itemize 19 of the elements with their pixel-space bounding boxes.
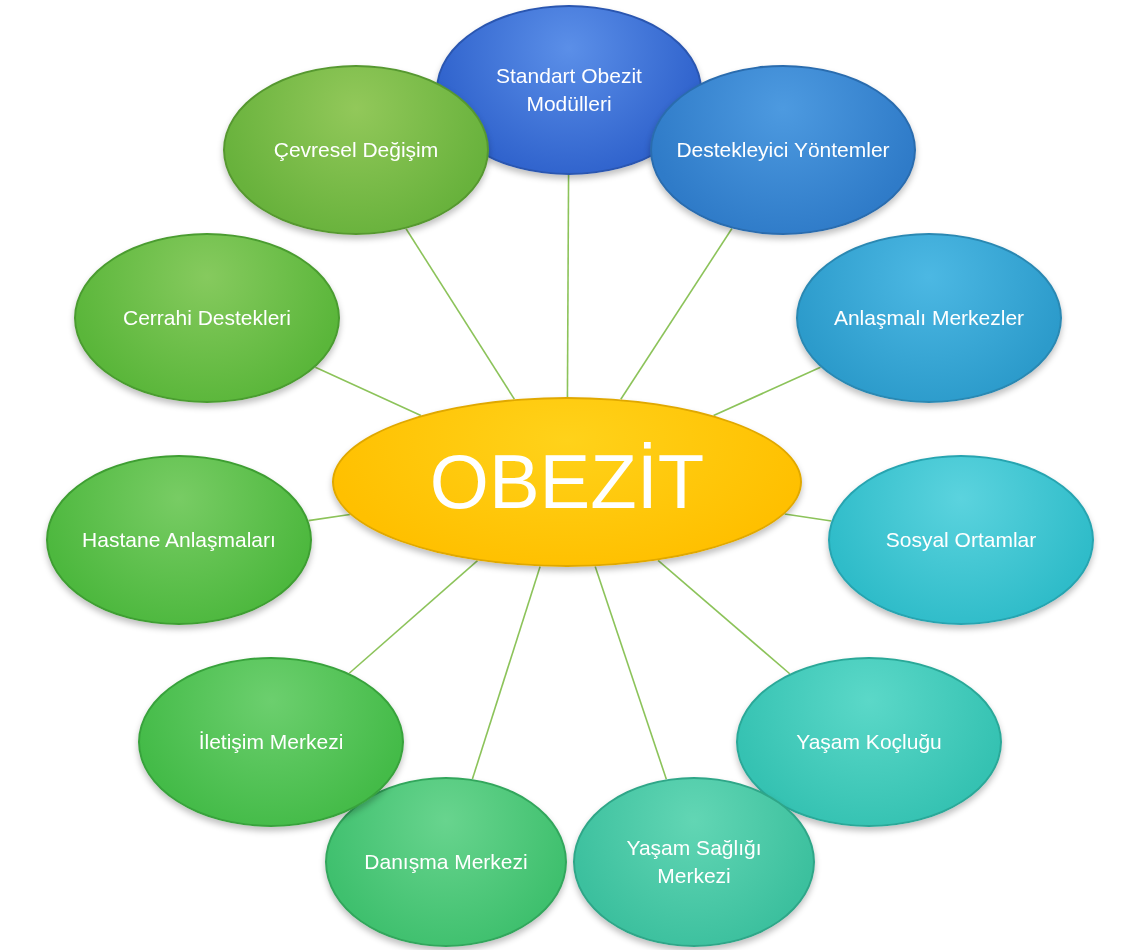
node-label: Sosyal Ortamlar [884,526,1038,553]
node-label: Hastane Anlaşmaları [81,526,277,553]
connector-line [566,174,570,398]
connector-line [657,559,791,675]
connector-line [314,366,422,417]
connector-line [471,565,541,780]
node-label: Çevresel Değişim [272,136,440,163]
node-label: Cerrahi Destekleri [121,304,293,331]
connector-line [712,366,822,417]
connector-line [405,227,516,400]
node-label: Standart Obezit Modülleri [495,62,643,117]
node-label: Anlaşmalı Merkezler [832,304,1026,331]
node-label: Yaşam Koçluğu [795,728,943,755]
node-label: Danışma Merkezi [363,848,529,875]
node-label: Destekleyici Yöntemler [675,136,891,163]
node-label: Yaşam Sağlığı Merkezi [625,834,763,889]
center-title: OBEZİT [429,437,705,526]
connector-line [348,559,479,675]
node-label: İletişim Merkezi [197,728,345,755]
